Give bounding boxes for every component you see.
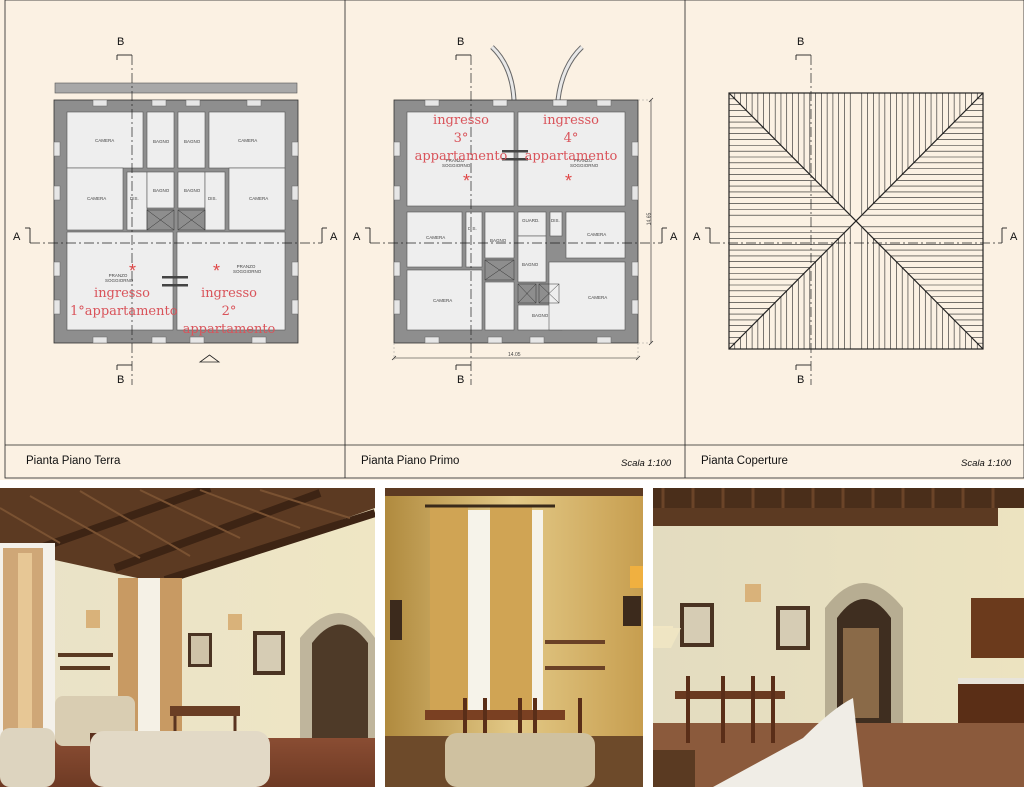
floor-plan-drawing bbox=[4, 0, 1024, 479]
dimension-width-label: 14.05 bbox=[508, 352, 521, 358]
photo-living-room-1 bbox=[0, 488, 375, 787]
section-a-label: A bbox=[693, 231, 701, 243]
caption-ground-floor: Pianta Piano Terra bbox=[26, 455, 121, 467]
room-label: CAMERA bbox=[95, 138, 115, 143]
caption-first-floor: Pianta Piano Primo bbox=[361, 455, 460, 467]
photo-dining-room bbox=[385, 488, 643, 787]
section-a-label: A bbox=[13, 231, 21, 243]
room-label: BAGNO bbox=[522, 262, 539, 267]
room-label: CAMERA bbox=[87, 196, 107, 201]
section-b-label: B bbox=[457, 374, 465, 386]
scale-label: Scala 1:100 bbox=[961, 458, 1012, 469]
entrance-label-apt-1: ingresso 1°appartamento bbox=[70, 286, 178, 319]
room-label: DIS. bbox=[208, 196, 217, 201]
photo-living-room-2 bbox=[653, 488, 1024, 787]
section-a-label: A bbox=[330, 231, 338, 243]
photo-strip bbox=[0, 488, 1024, 787]
room-label: PRANZO SOGGIORNO bbox=[442, 158, 471, 168]
room-label: BAGNO bbox=[153, 139, 170, 144]
room-label: CAMERA bbox=[238, 138, 258, 143]
room-label: BAGNO bbox=[184, 188, 201, 193]
room-label: DIS. bbox=[551, 218, 560, 223]
section-b-label: B bbox=[457, 36, 465, 48]
entrance-label-apt-4: ingresso 4° appartamento bbox=[524, 113, 618, 164]
entrance-marker-icon: * bbox=[565, 171, 573, 191]
room-label: PRANZO SOGGIORNO bbox=[105, 273, 134, 283]
entrance-label-apt-3: ingresso 3° appartamento bbox=[414, 113, 508, 164]
section-b-label: B bbox=[117, 374, 125, 386]
section-a-label: A bbox=[670, 231, 678, 243]
room-label: CAMERA bbox=[426, 235, 446, 240]
room-label: CAMERA bbox=[587, 232, 607, 237]
room-label: PRANZO SOGGIORNO bbox=[233, 264, 262, 274]
caption-roof: Pianta Coperture bbox=[701, 455, 788, 467]
room-label: BAGNO bbox=[153, 188, 170, 193]
room-label: BAGNO bbox=[490, 238, 507, 243]
floor-plan-sheet: B B A A B B A A B B A A CAMERA BAGNO BAG… bbox=[0, 0, 1024, 480]
room-label: CAMERA bbox=[433, 298, 453, 303]
room-label: PRANZO SOGGIORNO bbox=[570, 158, 599, 168]
room-label: DIS. bbox=[468, 226, 477, 231]
room-label: BAGNO bbox=[532, 313, 549, 318]
room-label: BAGNO bbox=[184, 139, 201, 144]
section-a-label: A bbox=[1010, 231, 1018, 243]
entrance-label-apt-2: ingresso 2° appartamento bbox=[182, 286, 276, 337]
section-b-label: B bbox=[797, 374, 805, 386]
dimension-height-label: 14.65 bbox=[646, 212, 653, 226]
room-label: CAMERA bbox=[249, 196, 269, 201]
entrance-marker-icon: * bbox=[463, 171, 471, 191]
scale-label: Scala 1:100 bbox=[621, 458, 672, 469]
entrance-marker-icon: * bbox=[213, 261, 221, 281]
entrance-marker-icon: * bbox=[129, 261, 137, 281]
room-label: DIS. bbox=[130, 196, 139, 201]
room-label: GUARD. bbox=[522, 218, 540, 223]
section-b-label: B bbox=[117, 36, 125, 48]
section-b-label: B bbox=[797, 36, 805, 48]
section-a-label: A bbox=[353, 231, 361, 243]
room-label: CAMERA bbox=[588, 295, 608, 300]
